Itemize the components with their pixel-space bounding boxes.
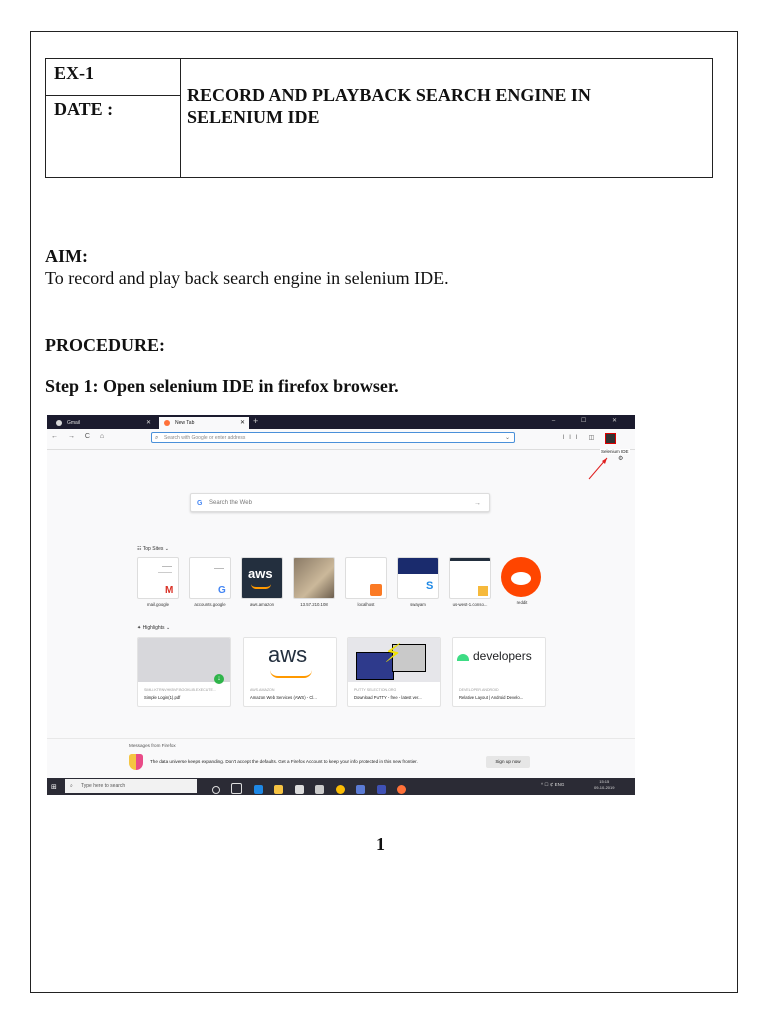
firefox-message-bar: Messages from Firefox The data universe … [47,738,635,779]
putty-icon: ⚡ [348,638,440,682]
clock[interactable]: 15:15 09-10-2019 [594,779,615,790]
arrow-right-icon[interactable]: → [474,500,481,507]
ex-cell: EX-1 [46,59,180,96]
close-icon[interactable]: ✕ [239,420,245,426]
step-1-heading: Step 1: Open selenium IDE in firefox bro… [45,376,399,396]
swayam-icon: S [397,557,439,599]
chevron-down-icon[interactable]: ⌄ [504,435,510,441]
browser-toolbar: ← → C ⌂ ⌕ Search with Google or enter ad… [47,429,635,450]
google-icon: G [197,500,203,507]
exercise-number: EX-1 [54,63,94,83]
reddit-icon [501,557,541,597]
gmail-tab-icon [56,420,62,426]
close-icon[interactable]: ✕ [145,420,151,426]
aws-logo: aws [244,638,336,682]
tab-label: Gmail [67,420,81,426]
highlight-card[interactable]: developers DEVELOPER.ANDROID Relative La… [452,637,546,707]
app-icon[interactable] [376,785,386,794]
page-border [30,31,738,993]
web-search-box[interactable]: G Search the Web → [190,493,490,512]
windows-start-icon[interactable]: ⊞ [51,784,57,791]
file-explorer-icon[interactable] [274,785,284,794]
tab-new-tab[interactable]: New Tab ✕ [159,417,249,429]
task-view-icon[interactable] [231,783,243,794]
window-controls[interactable]: – ☐ ✕ [551,418,629,424]
google-icon: G [189,557,231,599]
top-sites-grid: M mail.google G accounts.google aws aws.… [137,557,557,613]
browser-tab-bar: Gmail ✕ New Tab ✕ + – ☐ ✕ [47,415,635,429]
taskbar-search[interactable]: ⌕ Type here to search [65,779,197,793]
date-label: DATE : [54,99,114,119]
top-site-tile[interactable]: localhost [345,557,387,607]
header-table: EX-1 DATE : RECORD AND PLAYBACK SEARCH E… [45,58,713,178]
top-site-tile[interactable]: us-west-1.conso... [449,557,491,607]
message-text: The data universe keeps expanding. Don't… [150,759,418,764]
highlight-card[interactable]: ↓ SIMLI.KTRNVHKBVF.BOOKLIB.EXECUTE... Si… [137,637,231,707]
firefox-screenshot: Gmail ✕ New Tab ✕ + – ☐ ✕ ← → C ⌂ ⌕ Sear… [47,415,635,795]
messages-heading: Messages from Firefox [129,743,176,748]
highlights-label[interactable]: ✦ Highlights ⌄ [137,625,171,631]
search-placeholder: Search the Web [209,500,252,506]
download-icon: ↓ [214,674,224,684]
top-site-tile[interactable]: aws aws.amazon [241,557,283,607]
tab-gmail[interactable]: Gmail ✕ [51,417,155,429]
search-icon: ⌕ [70,783,73,789]
highlight-card[interactable]: aws AWS.AMAZON Amazon Web Services (AWS)… [243,637,337,707]
photo-thumb [293,557,335,599]
edge-icon[interactable] [253,785,263,794]
app-icon[interactable] [356,785,366,794]
xampp-icon [345,557,387,599]
address-bar[interactable]: ⌕ Search with Google or enter address ⌄ [151,432,515,443]
search-icon: ⌕ [155,435,159,441]
new-tab-button[interactable]: + [253,416,259,426]
toolbar-icons[interactable]: lll ◫ ⊙ [563,435,617,441]
pdf-thumb: ↓ [138,638,230,684]
system-tray[interactable]: ^ ☐ ⊄ ENG [541,782,565,787]
top-sites-label[interactable]: ☷ Top Sites ⌄ [137,546,169,552]
gmail-icon: M [137,557,179,599]
red-arrow-icon [588,457,608,480]
aws-console-thumb [449,557,491,599]
store-icon[interactable] [294,785,304,794]
firefox-icon [164,420,170,426]
sign-up-button[interactable]: Sign up now [486,756,530,768]
header-left-column: EX-1 DATE : [46,59,181,177]
android-developers-logo: developers [453,638,545,682]
procedure-heading: PROCEDURE: [45,335,165,355]
highlight-card[interactable]: ⚡ PUTTY SELECTION.ORG Download PuTTY - f… [347,637,441,707]
top-site-tile[interactable]: reddit [501,557,543,605]
cortana-icon[interactable] [212,786,220,794]
aws-icon: aws [241,557,283,599]
page-number: 1 [376,834,385,854]
document-title: RECORD AND PLAYBACK SEARCH ENGINE IN SEL… [187,85,591,127]
top-site-tile[interactable]: G accounts.google [189,557,231,607]
address-placeholder: Search with Google or enter address [164,435,246,441]
chrome-icon[interactable] [335,785,345,794]
windows-taskbar: ⊞ ⌕ Type here to search ^ ☐ ⊄ ENG 15:15 … [47,778,635,795]
top-site-tile[interactable]: S swayam [397,557,439,607]
navigation-icons[interactable]: ← → C ⌂ [51,433,109,440]
taskbar-apps [212,781,413,795]
sparkle-icon: ✦ [137,625,143,631]
mail-icon[interactable] [315,785,325,794]
firefox-icon[interactable] [397,785,407,794]
gear-icon[interactable]: ⚙ [618,456,624,462]
aim-heading: AIM: [45,246,88,266]
selenium-tooltip: Selenium IDE [600,449,630,454]
top-site-tile[interactable]: M mail.google [137,557,179,607]
aim-text: To record and play back search engine in… [45,268,449,288]
top-site-tile[interactable]: 13.57.210.108 [293,557,335,607]
tab-label: New Tab [175,420,195,426]
grid-icon: ☷ [137,546,143,552]
selenium-ide-icon[interactable] [605,433,616,444]
firefox-shield-icon [129,754,143,770]
